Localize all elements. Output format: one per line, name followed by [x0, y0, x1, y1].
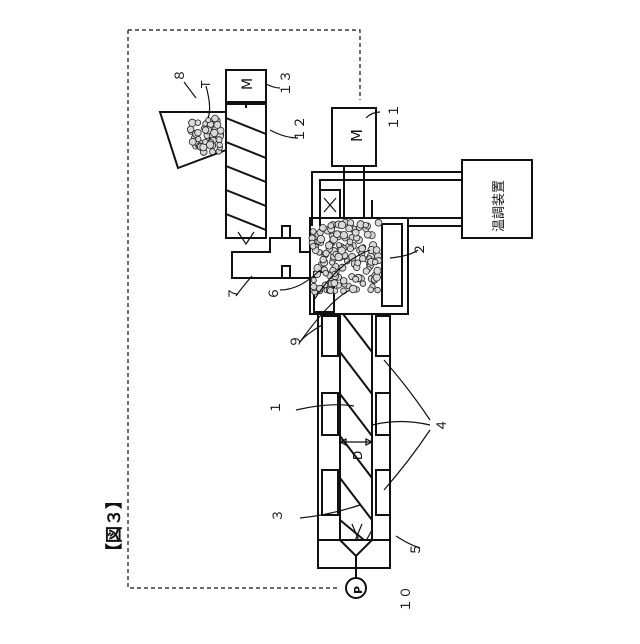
coolant-pipe-lower	[408, 218, 462, 226]
pellet	[196, 136, 201, 141]
ref-8: ８	[173, 69, 188, 82]
pellet	[336, 243, 341, 248]
pellet	[327, 287, 333, 293]
pellet	[334, 231, 341, 238]
pellet	[359, 245, 366, 252]
pellet	[323, 270, 329, 276]
pellet	[320, 256, 327, 263]
pellet	[323, 250, 329, 256]
pellet	[202, 127, 209, 134]
pellet	[363, 268, 369, 274]
pellet	[335, 253, 343, 261]
bearing	[320, 190, 340, 218]
pellet	[216, 137, 222, 143]
pellet	[314, 264, 321, 271]
pellet	[328, 223, 334, 229]
pellet	[330, 260, 335, 265]
ref-7: ７	[227, 287, 242, 300]
motor-feeder-label: M	[240, 78, 256, 90]
pellet	[326, 242, 333, 249]
pellet	[210, 149, 216, 155]
feeder-flange-top	[282, 226, 290, 238]
pellet	[340, 232, 347, 239]
ref-1: １	[269, 401, 284, 414]
pellet	[195, 129, 202, 136]
pellet	[374, 267, 381, 274]
side-feeder-chute	[232, 238, 310, 278]
figure-label: 【図３】	[104, 492, 125, 560]
motor-main-label: M	[348, 129, 366, 142]
pellet	[363, 222, 368, 227]
pellet	[349, 285, 357, 293]
pellet	[311, 278, 316, 283]
temp-controller-label: 温調装置	[492, 180, 507, 232]
pellet	[346, 225, 353, 232]
pellet	[211, 129, 218, 136]
pellet	[310, 243, 316, 249]
pellet	[206, 118, 211, 123]
pellet	[375, 219, 382, 226]
feeder-flange-bottom	[282, 266, 290, 278]
ref-13: １３	[279, 70, 294, 96]
pellet	[311, 283, 317, 289]
ref-12: １２	[293, 116, 308, 142]
pellet	[310, 229, 316, 235]
pellet	[212, 115, 219, 122]
pellet	[206, 141, 213, 148]
pellet	[364, 231, 371, 238]
hopper-letter: T	[199, 80, 213, 89]
pellet	[353, 276, 359, 282]
ref-11: １１	[387, 104, 402, 130]
pellet	[373, 274, 380, 281]
feeder-screw-tube	[226, 104, 266, 238]
figure-caption: 【図３】	[104, 492, 125, 560]
pellet	[355, 260, 361, 266]
pellet	[347, 246, 353, 252]
pellet	[373, 247, 380, 254]
pellet	[368, 287, 374, 293]
pellet	[317, 235, 324, 242]
ref-4: ４	[435, 419, 450, 432]
pellet	[214, 121, 221, 128]
ref-2: ２	[413, 243, 428, 256]
ref-9: ９	[289, 335, 304, 348]
ref-3: ３	[271, 509, 286, 522]
ref-10: １０	[399, 586, 414, 612]
pellet	[339, 264, 346, 271]
pellet	[347, 239, 353, 245]
pump-label: P	[352, 586, 365, 594]
ref-5: ５	[409, 543, 424, 556]
pellet	[338, 221, 345, 228]
pellet	[375, 287, 381, 293]
ref-6: ６	[267, 287, 282, 300]
pellet	[331, 280, 338, 287]
pellet	[360, 255, 366, 261]
pellet	[372, 259, 378, 265]
diameter-label: D	[351, 451, 365, 460]
pellet	[340, 278, 347, 285]
pellet	[360, 281, 366, 287]
pellet	[189, 138, 196, 145]
pellet	[195, 120, 201, 126]
pellet	[352, 229, 359, 236]
